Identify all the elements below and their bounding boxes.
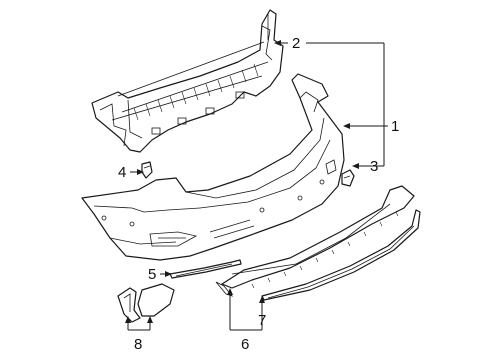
clip-part [141, 161, 153, 179]
trim-molding-part [169, 259, 242, 279]
bumper-cover-part [81, 73, 345, 261]
grille-insert-part [117, 283, 175, 323]
impact-bar-part [91, 9, 284, 153]
callout-6: 6 [241, 336, 249, 353]
callout-2: 2 [292, 35, 300, 52]
callout-leaders [125, 40, 388, 331]
callout-1: 1 [391, 118, 399, 135]
callout-3: 3 [370, 158, 378, 175]
callout-4: 4 [118, 164, 126, 181]
callout-5: 5 [148, 266, 156, 283]
callout-7: 7 [258, 312, 266, 329]
bracket-part [341, 169, 355, 187]
callout-8: 8 [134, 336, 142, 353]
lower-trim-part [261, 209, 421, 301]
lower-diffuser-part [215, 185, 415, 297]
